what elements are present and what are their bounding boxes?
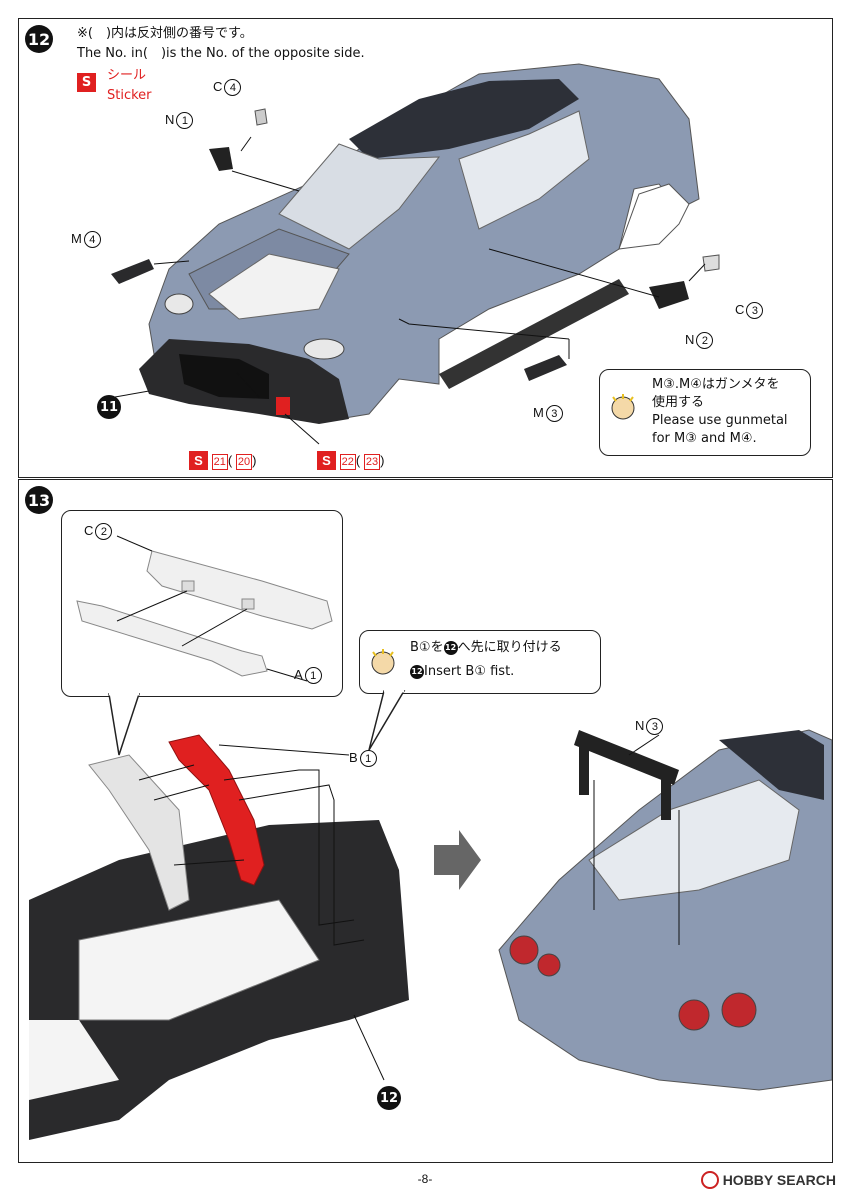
sticker-label-jp: シール: [107, 68, 147, 83]
reference-step-12: 12: [377, 1086, 401, 1110]
car-front-illustration: [111, 63, 720, 445]
part-c2-a1-illustration: [76, 535, 333, 682]
gunmetal-note-bubble: M③.M④はガンメタを 使用する Please use gunmetal for…: [599, 369, 811, 456]
hobby-search-logo-icon: [700, 1171, 719, 1189]
insert-note-jp: B①を12へ先に取り付ける: [410, 640, 562, 655]
opposite-side-note-jp: ※( )内は反対側の番号です。: [77, 26, 253, 41]
bubble-line-1: M③.M④はガンメタを: [652, 377, 780, 392]
bubble-line-2: 使用する: [652, 395, 705, 410]
pointing-hand-icon: [611, 394, 635, 420]
step-12-panel: 12 ※( )内は反対側の番号です。 The No. in( )is the N…: [18, 18, 833, 478]
brand-watermark: HOBBY SEARCH: [700, 1171, 836, 1189]
sticker-21-20: S 21( 20): [189, 451, 256, 470]
sticker-icon: S: [77, 73, 96, 92]
step-12-number: 12: [25, 25, 53, 53]
insert-b1-note-bubble: B①を12へ先に取り付ける 12Insert B① fist.: [359, 630, 601, 694]
page-number: -8-: [417, 1172, 433, 1186]
pointing-hand-icon: [371, 649, 395, 675]
reference-step-11: 11: [97, 395, 121, 419]
bubble-line-3: Please use gunmetal: [652, 413, 788, 428]
bubble-line-4: for M③ and M④.: [652, 431, 757, 446]
step-13-number: 13: [25, 486, 53, 514]
sticker-22-23: S 22( 23): [317, 451, 384, 470]
sticker-legend: S: [77, 71, 96, 92]
insert-note-en: 12Insert B① fist.: [410, 664, 515, 679]
step-13-illustration: [29, 692, 832, 1140]
opposite-side-note-en: The No. in( )is the No. of the opposite …: [77, 46, 365, 61]
sticker-label-en: Sticker: [107, 88, 152, 103]
